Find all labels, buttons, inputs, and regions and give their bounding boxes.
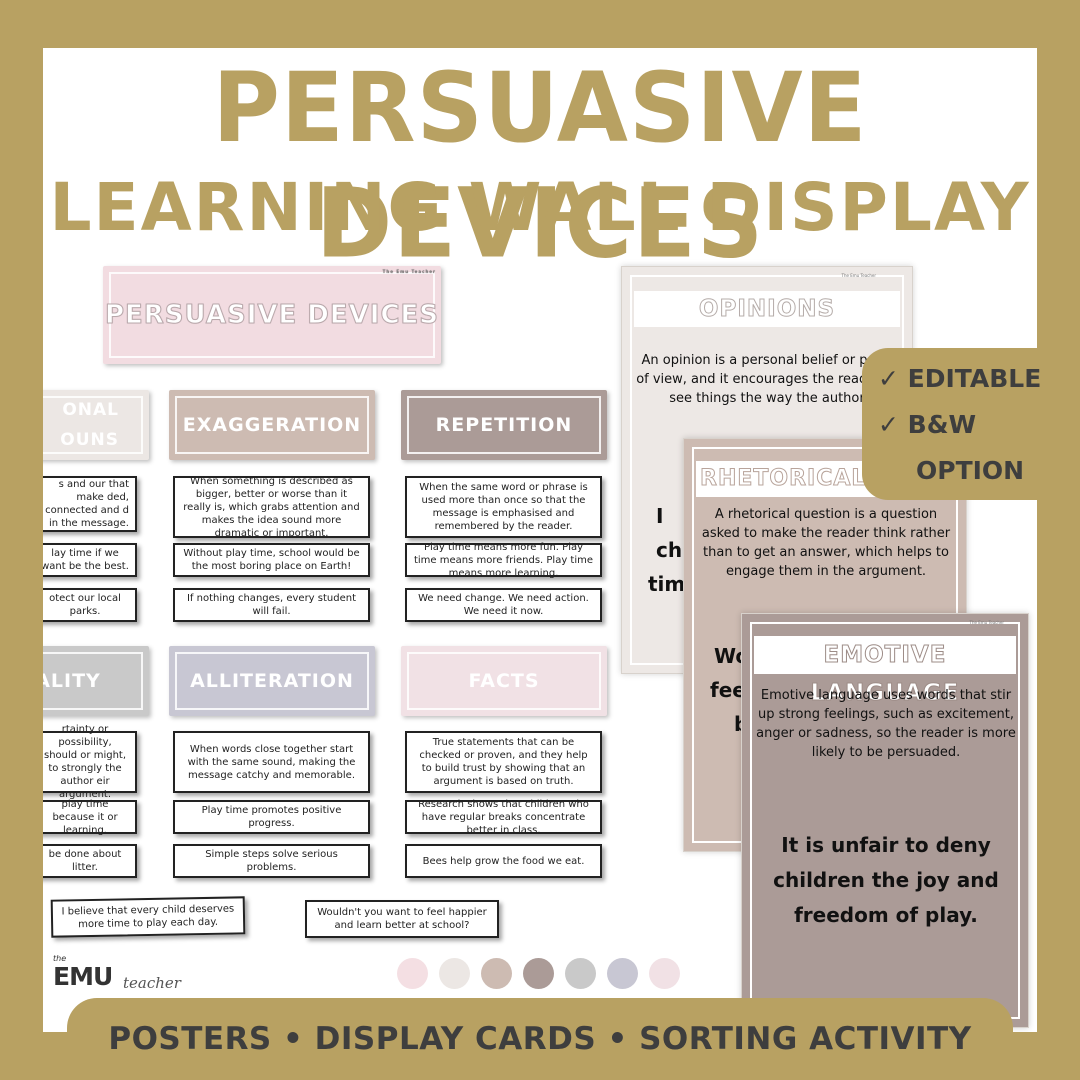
- example-card[interactable]: We need change. We need action. We need …: [405, 588, 602, 622]
- palette-swatch: [397, 958, 428, 989]
- example-card[interactable]: Research shows that children who have re…: [405, 799, 602, 836]
- features-badge: ✓ EDITABLE ✓ B&W OPTION: [862, 348, 1080, 500]
- poster-example-fragment: I: [656, 504, 664, 528]
- example-card[interactable]: Without play time, school would be the m…: [173, 543, 370, 577]
- header-repetition: REPETITION: [401, 390, 607, 460]
- palette-swatch: [565, 958, 596, 989]
- header-alliteration: ALLITERATION: [169, 646, 375, 716]
- example-card[interactable]: Play time means more fun. Play time mean…: [405, 542, 602, 579]
- definition-card[interactable]: s and our that make ded, connected and d…: [43, 476, 137, 532]
- palette-swatch: [523, 958, 554, 989]
- poster-example-fragment: fee: [710, 678, 746, 702]
- sorting-card[interactable]: Wouldn't you want to feel happier and le…: [305, 900, 499, 938]
- poster-description: Emotive language uses words that stir up…: [756, 688, 1016, 760]
- color-palette: [397, 958, 680, 989]
- header-personal-pronouns: ONAL OUNS: [43, 390, 149, 460]
- header-exaggeration: EXAGGERATION: [169, 390, 375, 460]
- poster-example: It is unfair to deny children the joy an…: [773, 833, 999, 927]
- example-card[interactable]: If nothing changes, every student will f…: [173, 588, 370, 622]
- poster-title: OPINIONS: [634, 291, 900, 327]
- poster-emotive-language: The Emu Teacher EMOTIVE LANGUAGE Emotive…: [741, 613, 1029, 1028]
- palette-swatch: [439, 958, 470, 989]
- header-facts: FACTS: [401, 646, 607, 716]
- emu-teacher-logo: the EMU teacher: [53, 954, 181, 992]
- poster-description: A rhetorical question is a question aske…: [701, 507, 951, 579]
- definition-card[interactable]: True statements that can be checked or p…: [405, 731, 602, 793]
- example-card[interactable]: be done about litter.: [43, 844, 137, 878]
- product-sheet: PERSUASIVE DEVICES LEARNING WALL DISPLAY…: [43, 48, 1037, 1032]
- poster-example-fragment: tim: [648, 572, 686, 596]
- example-card[interactable]: lay time if we want be the best.: [43, 543, 137, 577]
- poster-title: EMOTIVE LANGUAGE: [754, 636, 1016, 707]
- example-card[interactable]: play time because it or learning.: [43, 799, 137, 836]
- definition-card[interactable]: rtainty or possibility, should or might,…: [43, 724, 137, 800]
- poster-example-fragment: ch: [656, 538, 683, 562]
- main-title: PERSUASIVE DEVICES: [212, 51, 868, 280]
- header-card: The Emu Teacher PERSUASIVE DEVICES: [103, 266, 441, 364]
- poster-description: An opinion is a personal belief or point…: [636, 353, 898, 406]
- example-card[interactable]: Simple steps solve serious problems.: [173, 844, 370, 878]
- palette-swatch: [649, 958, 680, 989]
- badge-editable: ✓ EDITABLE: [878, 364, 1042, 393]
- example-card[interactable]: otect our local parks.: [43, 588, 137, 622]
- subtitle: LEARNING WALL DISPLAY: [49, 169, 1031, 246]
- example-card[interactable]: Play time promotes positive progress.: [173, 800, 370, 834]
- header-modality: ALITY: [43, 646, 149, 716]
- sorting-card[interactable]: I believe that every child deserves more…: [50, 896, 246, 938]
- badge-option: OPTION: [916, 456, 1025, 485]
- badge-bw: ✓ B&W: [878, 410, 977, 439]
- example-card[interactable]: Bees help grow the food we eat.: [405, 844, 602, 878]
- definition-card[interactable]: When the same word or phrase is used mor…: [405, 476, 602, 538]
- definition-card[interactable]: When something is described as bigger, b…: [173, 476, 370, 539]
- definition-card[interactable]: When words close together start with the…: [173, 731, 370, 793]
- palette-swatch: [607, 958, 638, 989]
- palette-swatch: [481, 958, 512, 989]
- footer-banner: POSTERS • DISPLAY CARDS • SORTING ACTIVI…: [67, 998, 1013, 1080]
